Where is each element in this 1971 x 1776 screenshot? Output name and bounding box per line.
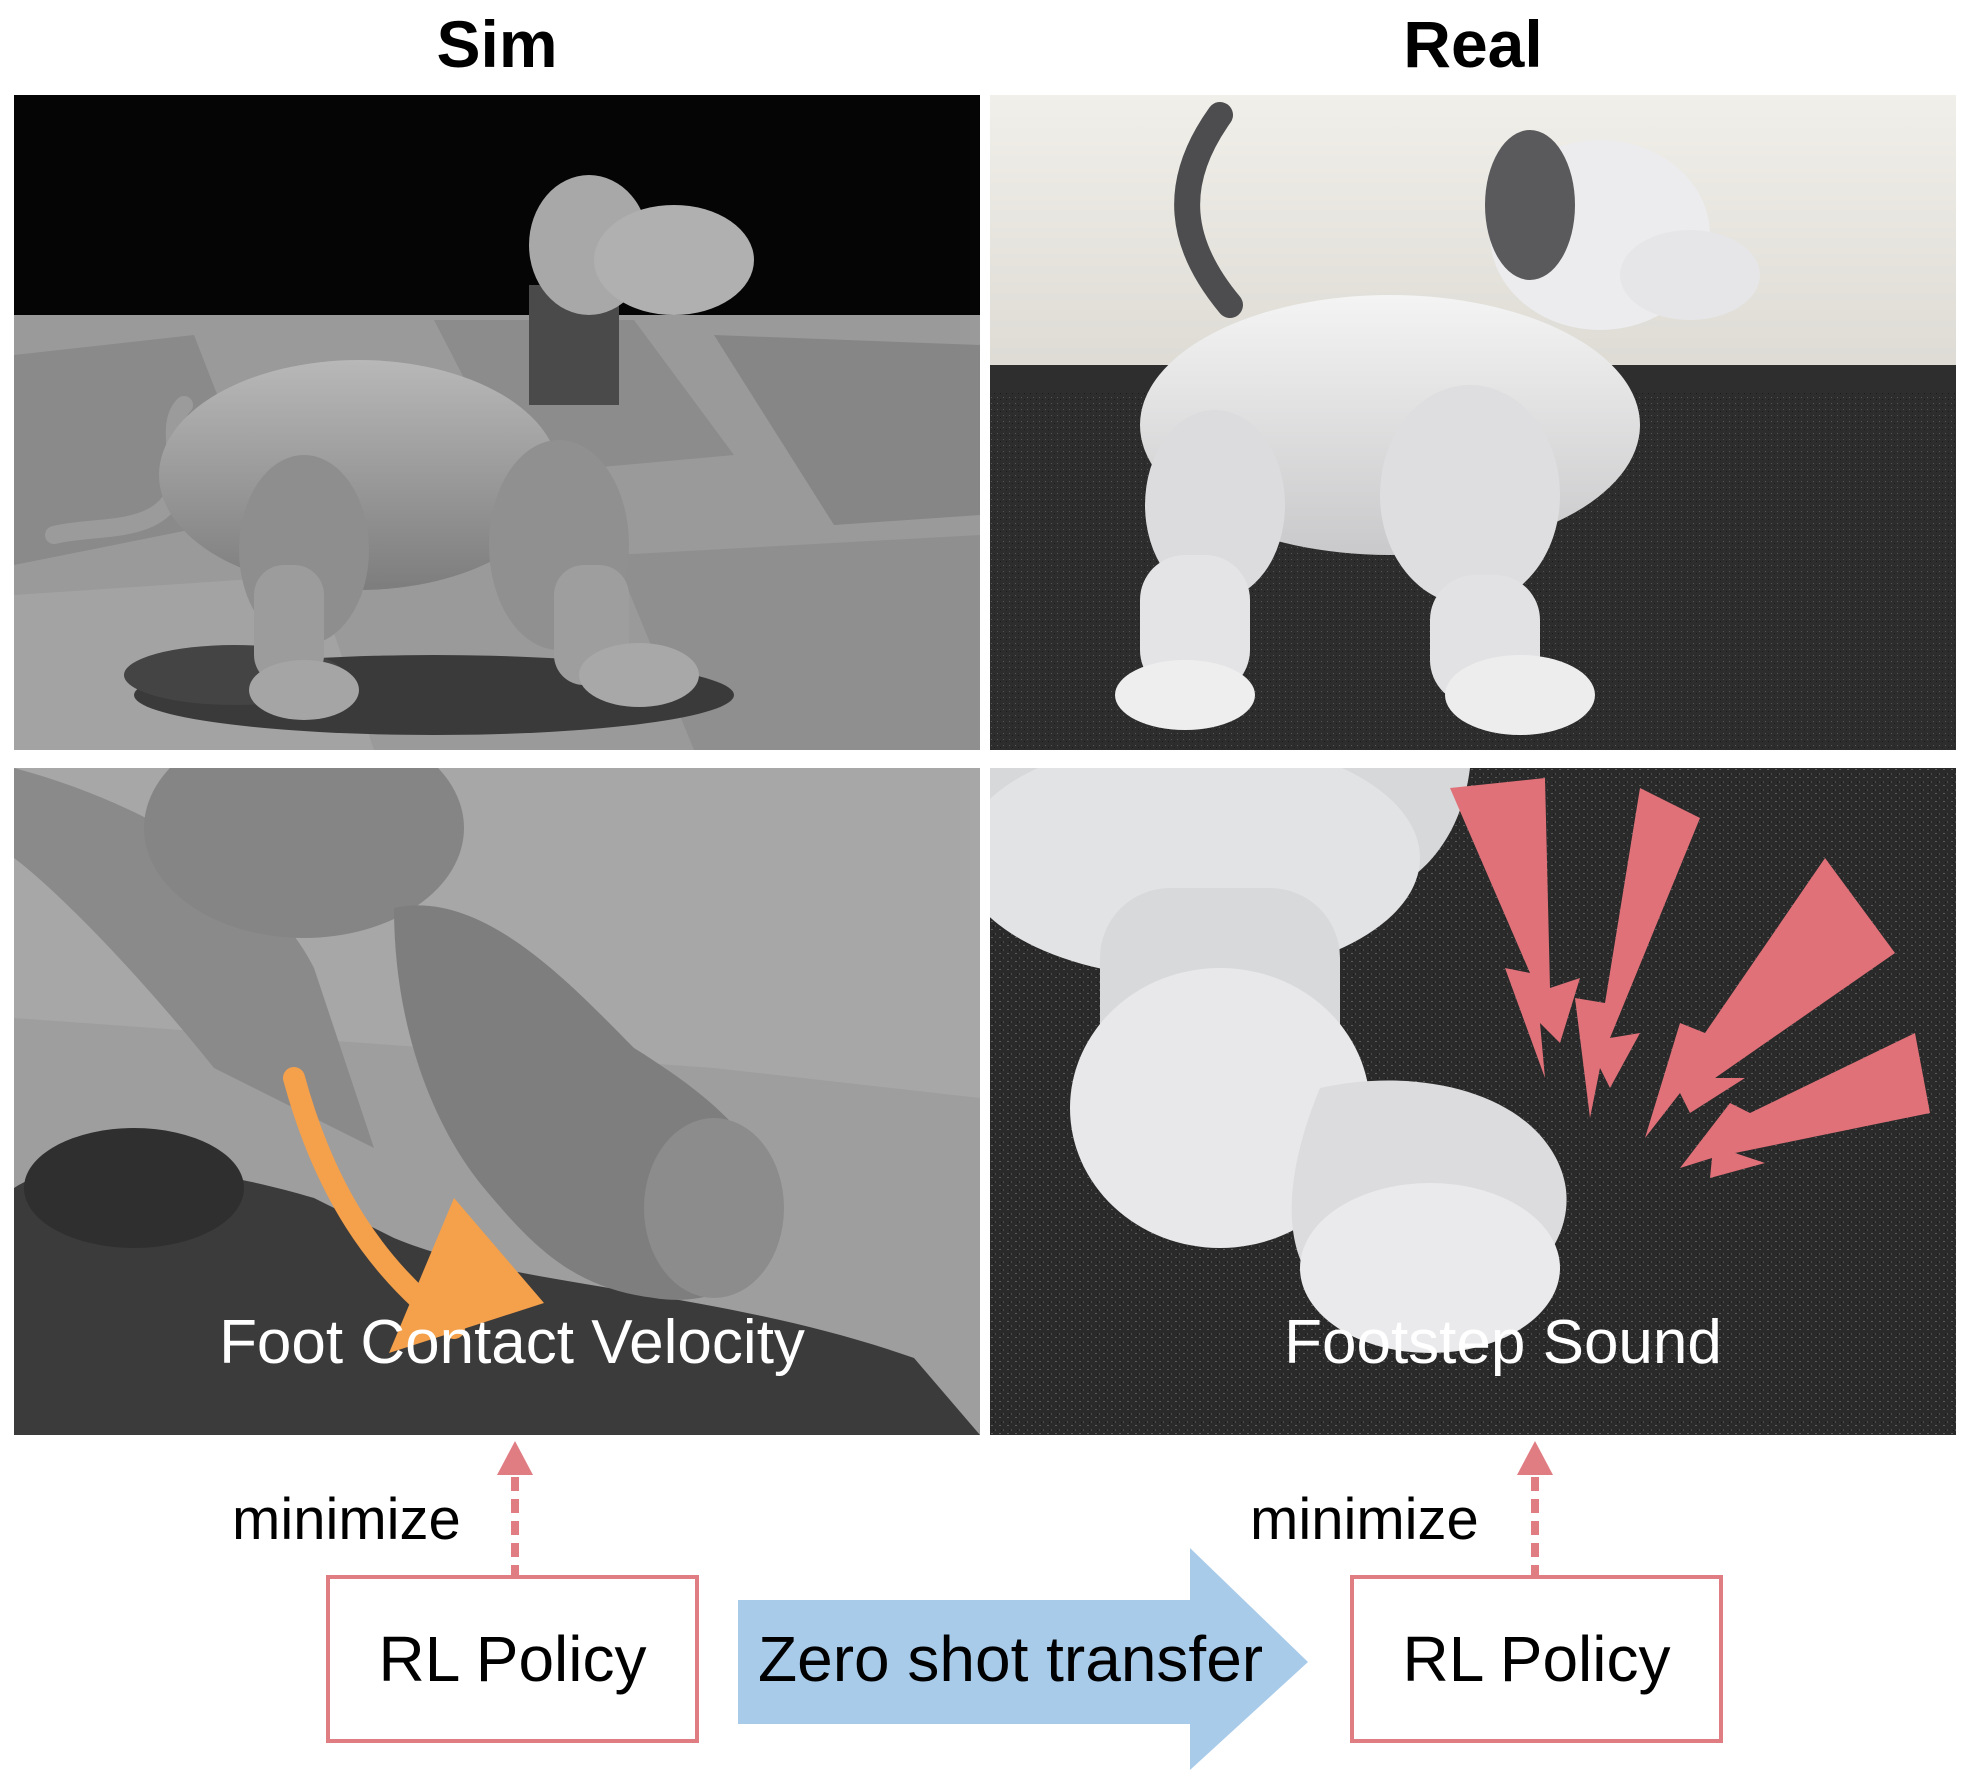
real-dashed-arrow-icon — [1517, 1441, 1553, 1580]
real-foot-closeup-image — [990, 768, 1956, 1435]
foot-contact-velocity-label: Foot Contact Velocity — [219, 1308, 805, 1377]
real-foot-graphic — [990, 768, 1956, 1435]
footstep-sound-label: Footstep Sound — [1284, 1308, 1722, 1377]
real-scene-graphic — [990, 95, 1956, 750]
zero-shot-transfer-label: Zero shot transfer — [758, 1623, 1264, 1695]
real-caption: Footstep Sound — [990, 1308, 1956, 1378]
sim-dashed-arrow-icon — [497, 1441, 533, 1580]
real-column-title: Real — [1403, 7, 1543, 81]
rl-policy-box-real: RL Policy — [1350, 1575, 1723, 1743]
block-arrow-icon — [738, 1548, 1308, 1770]
rl-policy-label-real: RL Policy — [1402, 1623, 1671, 1695]
rl-policy-box-sim: RL Policy — [326, 1575, 699, 1743]
real-robot-image — [990, 95, 1956, 750]
sim-column-title: Sim — [436, 7, 558, 81]
sim-caption: Foot Contact Velocity — [14, 1308, 980, 1378]
sim-robot-image — [14, 95, 980, 750]
minimize-label-right: minimize — [1250, 1487, 1479, 1552]
curved-arrow-icon — [283, 1067, 544, 1353]
sim-foot-closeup-image — [14, 768, 980, 1435]
sim-scene-graphic — [14, 95, 980, 750]
rl-policy-label-sim: RL Policy — [378, 1623, 647, 1695]
minimize-label-left: minimize — [232, 1487, 461, 1552]
lightning-bolt-icon — [1450, 778, 1930, 1178]
